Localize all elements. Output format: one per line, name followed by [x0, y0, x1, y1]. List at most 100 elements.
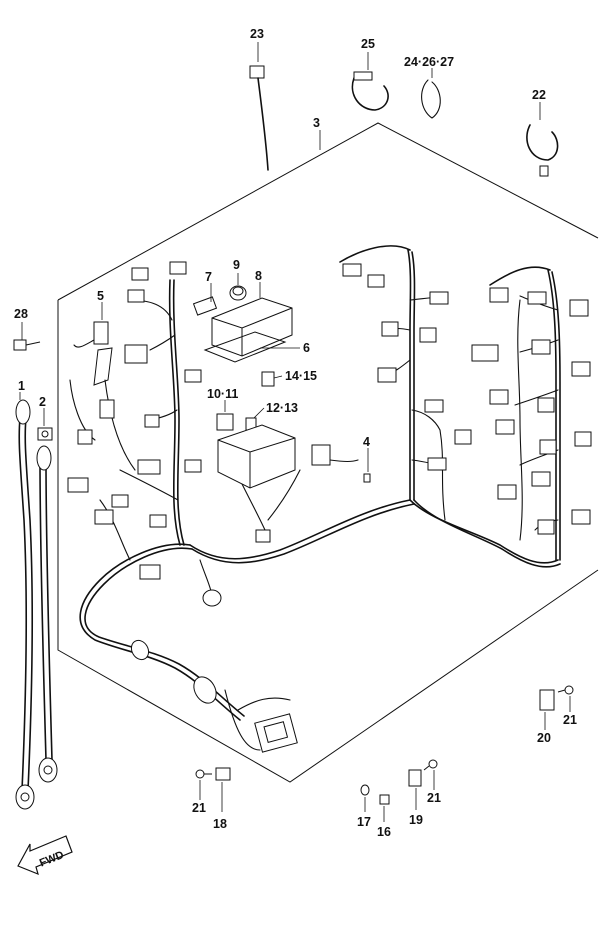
connector: [149, 514, 167, 528]
callout-21-left: 21: [192, 801, 206, 815]
cap-part-9: [229, 285, 247, 301]
clamp-part-24-26-27: [421, 79, 441, 119]
connector: [77, 429, 93, 445]
connector: [489, 287, 509, 303]
bolt-part-21-right: [557, 685, 574, 695]
clamp-part-25: [351, 71, 389, 111]
connector: [527, 291, 547, 305]
connector: [342, 263, 362, 277]
callout-18: 18: [213, 817, 227, 831]
part-5-bracket: [73, 321, 113, 386]
connector: [99, 399, 115, 419]
bracket-part-20: [539, 689, 555, 711]
connector: [489, 389, 509, 405]
callout-14-15: 14·15: [285, 369, 317, 383]
connector: [94, 509, 114, 525]
callout-16: 16: [377, 825, 391, 839]
relay-part-10-11: [216, 413, 234, 431]
callout-10-11: 10·11: [207, 387, 238, 401]
connector: [539, 439, 557, 455]
fwd-arrow-icon: FWD: [17, 835, 73, 876]
connector: [569, 299, 589, 317]
callout-22: 22: [532, 88, 546, 102]
callout-25: 25: [361, 37, 375, 51]
connector: [471, 344, 499, 362]
connector: [424, 399, 444, 413]
connectors: [67, 261, 592, 580]
connector: [139, 564, 161, 580]
callout-5: 5: [97, 289, 104, 303]
callout-7: 7: [205, 270, 212, 284]
battery-cable-part-1: [15, 399, 35, 810]
callout-6: 6: [303, 341, 310, 355]
connector: [537, 519, 555, 535]
connector: [311, 444, 331, 466]
connector: [184, 459, 202, 473]
callout-23: 23: [250, 27, 264, 41]
nut-part-2: [37, 427, 53, 441]
clip-part-4: [363, 473, 371, 483]
connector: [531, 339, 551, 355]
callout-3: 3: [313, 116, 320, 130]
connector: [427, 457, 447, 471]
callout-28: 28: [14, 307, 28, 321]
clamp-part-22: [526, 124, 559, 177]
harness-box-outline: [57, 122, 599, 783]
callout-1: 1: [18, 379, 25, 393]
connector: [571, 361, 591, 377]
main-connector-block: [130, 589, 298, 753]
connector: [381, 321, 399, 337]
connector: [131, 267, 149, 281]
connector: [429, 291, 449, 305]
callout-19: 19: [409, 813, 423, 827]
callout-21-mid: 21: [427, 791, 441, 805]
callout-21-right: 21: [563, 713, 577, 727]
connector: [574, 431, 592, 447]
fuse-part-7: [192, 296, 218, 316]
callout-labels: 1 2 3 4 5 6 7 8 9 10·11 12·13 14·15 16 1…: [14, 27, 577, 839]
callout-12-13: 12·13: [266, 401, 298, 415]
cable-tie-part-23: [249, 65, 269, 171]
fuse-part-14-15: [261, 371, 275, 387]
bracket-part-19: [408, 769, 422, 787]
callout-8: 8: [255, 269, 262, 283]
connector: [495, 419, 515, 435]
connector: [377, 367, 397, 383]
connector: [497, 484, 517, 500]
connector: [531, 471, 551, 487]
callout-2: 2: [39, 395, 46, 409]
wire-harness: [69, 245, 561, 751]
callout-20: 20: [537, 731, 551, 745]
callout-9: 9: [233, 258, 240, 272]
grommet: [202, 589, 222, 607]
bolt-part-21-left: [195, 769, 212, 779]
nut-part-16: [379, 794, 390, 805]
clip-part-18: [215, 767, 231, 781]
connector: [137, 459, 161, 475]
callout-24-26-27: 24·26·27: [404, 55, 454, 69]
connector: [169, 261, 187, 275]
connector: [184, 369, 202, 383]
connector: [571, 509, 591, 525]
connector: [255, 529, 271, 543]
bolt-part-28: [13, 339, 41, 351]
bolt-part-21-mid: [423, 759, 438, 771]
battery-cable-part-2: [36, 445, 58, 783]
connector: [67, 477, 89, 493]
connector: [111, 494, 129, 508]
connector: [419, 327, 437, 343]
connector: [124, 344, 148, 364]
callout-17: 17: [357, 815, 371, 829]
connector: [537, 397, 555, 413]
connector: [144, 414, 160, 428]
junction-box: [217, 424, 296, 489]
callout-4: 4: [363, 435, 370, 449]
leader-lines: [19, 42, 571, 822]
connector: [127, 289, 145, 303]
washer-part-17: [360, 784, 370, 796]
fuse-holder-part-8: [211, 297, 293, 357]
gasket-part-6: [203, 331, 287, 363]
connector: [454, 429, 472, 445]
connector: [367, 274, 385, 288]
